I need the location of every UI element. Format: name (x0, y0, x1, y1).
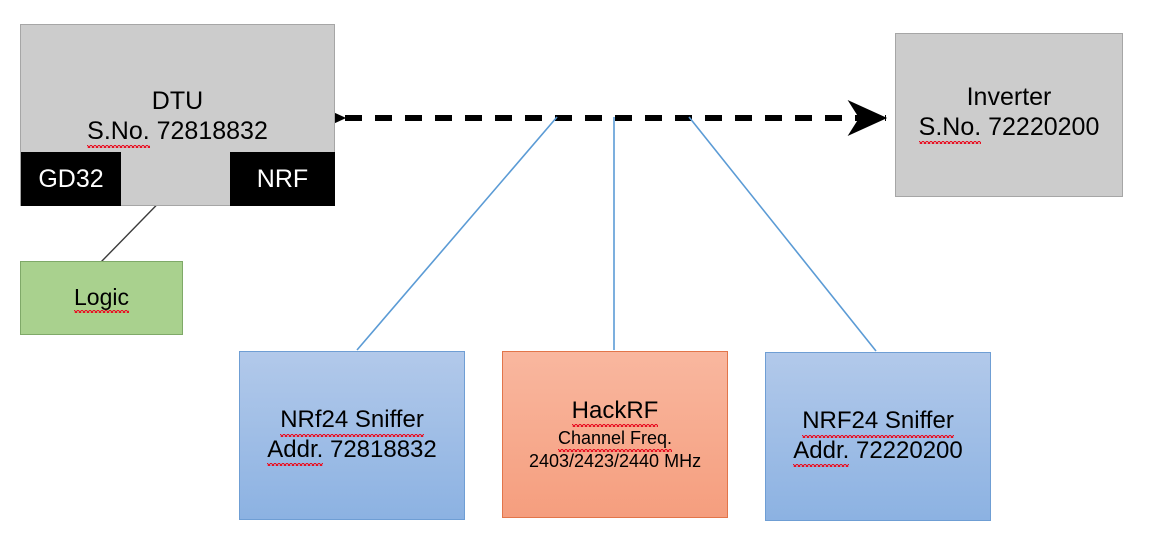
chip-nrf-label: NRF (256, 164, 309, 193)
sniffer-left-line1-text: NRf24 Sniffer (280, 406, 424, 437)
hackrf-line1: Channel Freq. (557, 428, 673, 452)
sniffer-left-addr-value: 72818832 (329, 435, 437, 463)
chip-nrf[interactable]: NRF (230, 152, 335, 206)
dtu-serial-value: 72818832 (156, 116, 268, 145)
inverter-serial: S.No. 72220200 (918, 112, 1100, 144)
dtu-serial: S.No. 72818832 (87, 117, 268, 148)
sniffer-left-addr-prefix: Addr. (267, 436, 324, 467)
inverter-serial-value: 72220200 (988, 112, 1100, 141)
dtu-title: DTU (151, 87, 204, 115)
dtu-serial-prefix: S.No. (87, 117, 150, 148)
sniffer-right-addr-prefix: Addr. (793, 437, 850, 468)
sniffer-right-line1-text: NRF24 Sniffer (802, 407, 954, 438)
hackrf-line2: 2403/2423/2440 MHz (528, 450, 702, 471)
inverter-serial-prefix: S.No. (918, 113, 981, 144)
tap-line-right-sniffer (688, 116, 877, 352)
sniffer-right-line2: Addr. 72220200 (793, 436, 963, 468)
hackrf-line1-text: Channel Freq. (557, 428, 673, 452)
hackrf-title: HackRF (571, 397, 658, 428)
inverter-title: Inverter (966, 83, 1052, 111)
logic-label: Logic (74, 284, 129, 314)
node-sniffer-left[interactable]: NRf24 Sniffer Addr. 72818832 (239, 351, 465, 520)
sniffer-left-line1: NRf24 Sniffer (280, 406, 424, 437)
chip-gd32[interactable]: GD32 (21, 152, 121, 206)
node-logic-analyzer[interactable]: Logic (20, 261, 183, 335)
chip-gd32-label: GD32 (38, 164, 104, 193)
logic-label-text: Logic (74, 284, 129, 314)
node-hackrf[interactable]: HackRF Channel Freq. 2403/2423/2440 MHz (502, 351, 728, 518)
sniffer-left-line2: Addr. 72818832 (267, 435, 437, 467)
node-sniffer-right[interactable]: NRF24 Sniffer Addr. 72220200 (765, 352, 991, 521)
node-inverter[interactable]: Inverter S.No. 72220200 (895, 33, 1123, 197)
sniffer-right-addr-value: 72220200 (855, 436, 963, 464)
sniffer-right-line1: NRF24 Sniffer (802, 407, 954, 438)
tap-line-left-sniffer (356, 116, 558, 351)
hackrf-title-text: HackRF (571, 397, 658, 428)
